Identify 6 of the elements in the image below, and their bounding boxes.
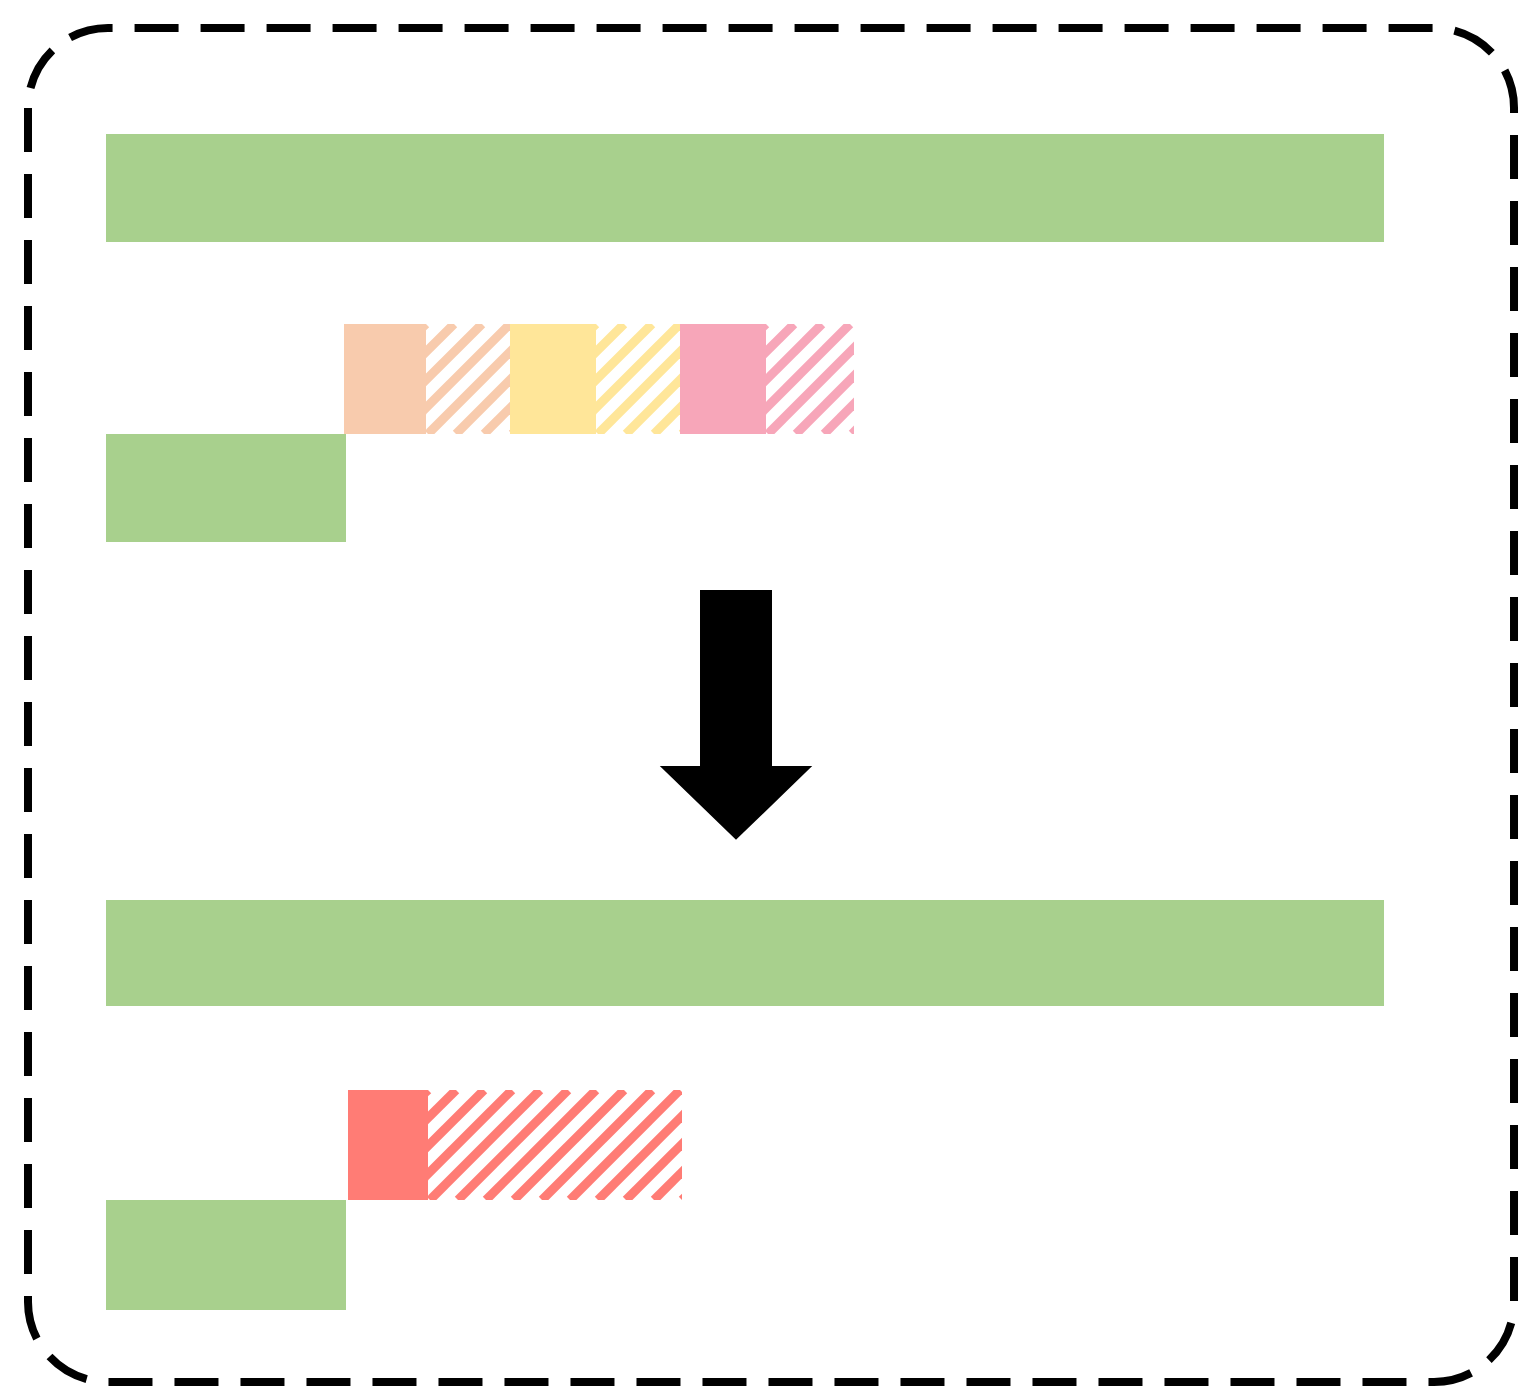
bar (106, 900, 1384, 1006)
bar (344, 324, 854, 434)
bar (348, 1090, 682, 1200)
bar (106, 434, 346, 542)
bar (106, 134, 1384, 242)
bar (106, 1200, 346, 1310)
